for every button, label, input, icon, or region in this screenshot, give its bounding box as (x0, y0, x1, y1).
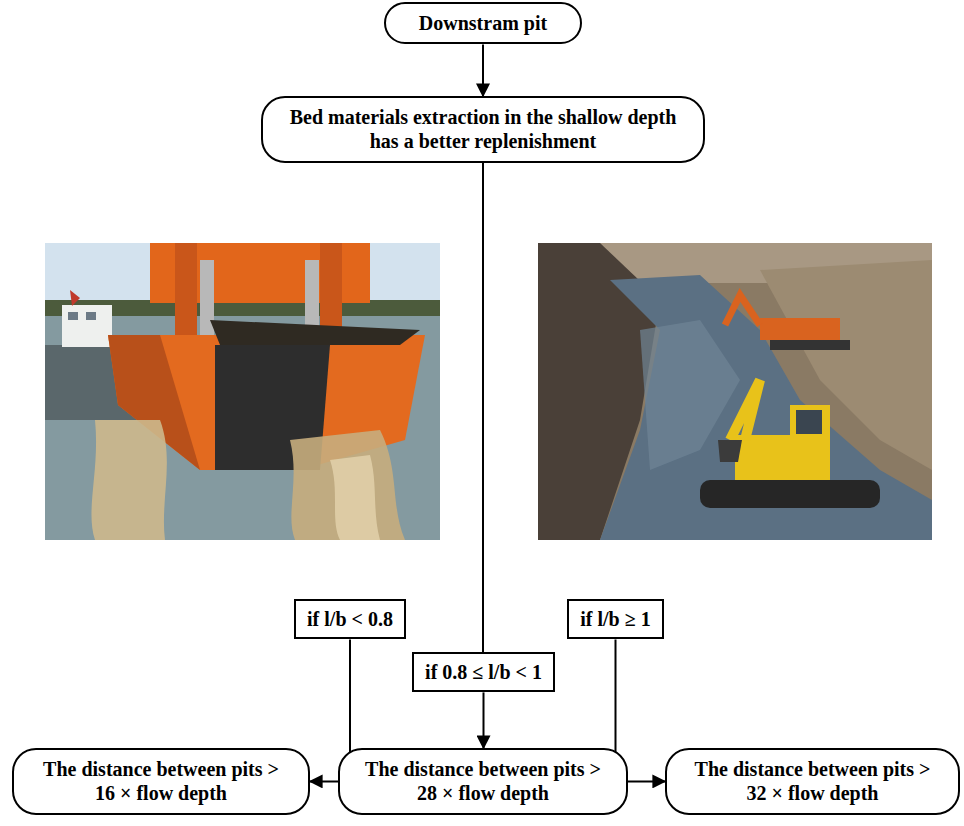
box-label: if l/b ≥ 1 (579, 607, 652, 631)
box-label: if l/b < 0.8 (306, 607, 394, 631)
result-box: The distance between pits > 28 × flow de… (338, 748, 628, 815)
box-label: The distance between pits > 28 × flow de… (358, 757, 608, 806)
flow-connector (482, 44, 484, 96)
box-label: The distance between pits > 32 × flow de… (685, 757, 940, 806)
box-label: Downstram pit (404, 11, 562, 35)
flow-connector (482, 163, 484, 599)
grab-dredger-photo (45, 243, 440, 540)
result-box: The distance between pits > 32 × flow de… (665, 748, 960, 815)
start-box: Downstram pit (384, 2, 582, 44)
result-box: The distance between pits > 16 × flow de… (12, 748, 310, 815)
flow-connector (482, 163, 484, 599)
condition-box: if l/b < 0.8 (294, 599, 406, 639)
flow-connector (482, 163, 484, 652)
process-box: Bed materials extraction in the shallow … (261, 96, 705, 163)
flow-connector (483, 692, 485, 748)
box-label: if 0.8 ≤ l/b < 1 (424, 660, 543, 684)
excavator-river-photo (538, 243, 932, 540)
box-label: Bed materials extraction in the shallow … (281, 105, 685, 154)
box-label: The distance between pits > 16 × flow de… (32, 757, 290, 806)
condition-box: if 0.8 ≤ l/b < 1 (412, 652, 555, 692)
condition-box: if l/b ≥ 1 (567, 599, 664, 639)
